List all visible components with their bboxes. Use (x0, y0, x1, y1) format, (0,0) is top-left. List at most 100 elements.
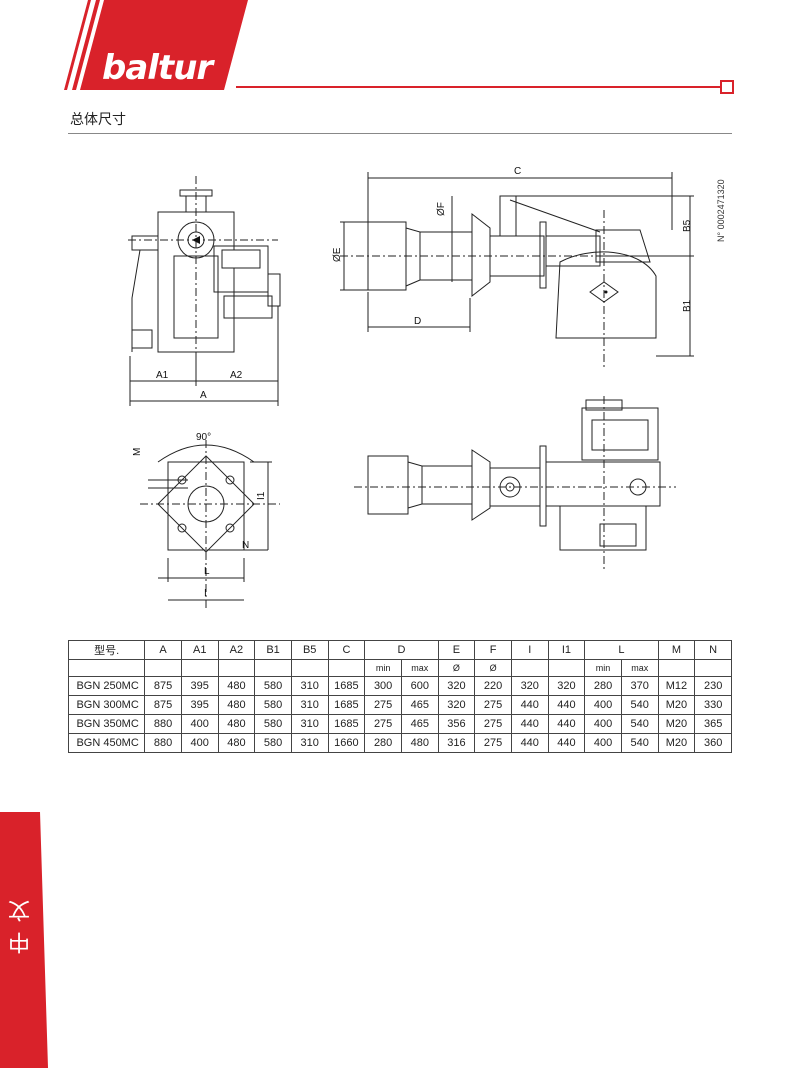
label-f: ØF (436, 202, 447, 216)
table-cell: 1685 (327, 695, 366, 715)
table-cell: 275 (474, 714, 512, 734)
label-b1: B1 (682, 299, 693, 312)
table-cell: 480 (400, 733, 439, 753)
table-cell: 395 (180, 695, 219, 715)
model-cell: BGN 350MC (67, 714, 146, 734)
table-cell: 440 (510, 695, 549, 715)
title-divider (68, 133, 732, 134)
table-header-cell: A1 (180, 640, 219, 660)
table-cell: 875 (144, 676, 182, 696)
table-cell: 1660 (327, 733, 366, 753)
table-cell: 395 (180, 676, 219, 696)
table-cell: 310 (290, 695, 329, 715)
table-cell: 360 (694, 733, 732, 753)
table-subheader-cell (144, 659, 182, 677)
table-header-cell: B5 (290, 640, 329, 660)
table-subheader-cell (547, 659, 586, 677)
table-cell: 580 (254, 733, 292, 753)
table-cell: 365 (694, 714, 732, 734)
table-header-cell: N (694, 640, 732, 660)
table-cell: 230 (694, 676, 732, 696)
model-cell: BGN 300MC (67, 695, 146, 715)
table-cell: 540 (620, 733, 659, 753)
table-header-cell: F (474, 640, 512, 660)
label-i: I (204, 588, 207, 599)
table-cell: 480 (217, 714, 256, 734)
table-cell: 540 (620, 695, 659, 715)
table-cell: 310 (290, 676, 329, 696)
logo-shape (64, 0, 248, 90)
table-cell: 320 (437, 676, 476, 696)
table-cell: M20 (657, 733, 696, 753)
table-cell: 600 (400, 676, 439, 696)
table-cell: 310 (290, 714, 329, 734)
table-cell: 275 (474, 695, 512, 715)
table-cell: 400 (584, 733, 622, 753)
table-subheader-cell: min (584, 659, 622, 677)
table-cell: M12 (657, 676, 696, 696)
label-n: N (242, 540, 249, 551)
table-header-cell: E (437, 640, 476, 660)
label-m: M (132, 448, 143, 456)
table-header-cell: M (657, 640, 696, 660)
table-cell: 275 (474, 733, 512, 753)
language-tab-text: 中文 (9, 890, 34, 954)
table-cell: 540 (620, 714, 659, 734)
table-subheader-cell (327, 659, 366, 677)
header-rule (236, 86, 720, 88)
table-header-cell: B1 (254, 640, 292, 660)
table-cell: 280 (364, 733, 402, 753)
table-cell: 465 (400, 714, 439, 734)
table-cell: 356 (437, 714, 476, 734)
table-cell: 1685 (327, 714, 366, 734)
table-header-cell: A (144, 640, 182, 660)
table-cell: 480 (217, 695, 256, 715)
side-view (340, 172, 694, 368)
top-view (354, 396, 676, 570)
table-header-cell: D (364, 640, 439, 660)
brand-logo (60, 0, 260, 92)
table-subheader-cell: max (400, 659, 439, 677)
table-cell: 400 (180, 714, 219, 734)
table-cell: 400 (584, 714, 622, 734)
table-cell: 275 (364, 714, 402, 734)
table-cell: 440 (547, 733, 586, 753)
table-header-cell: 型号. (67, 640, 146, 660)
table-header-cell: I (510, 640, 549, 660)
table-subheader-cell (254, 659, 292, 677)
table-cell: 280 (584, 676, 622, 696)
page-title: 总体尺寸 (70, 112, 126, 128)
label-d: D (414, 316, 421, 327)
table-cell: M20 (657, 714, 696, 734)
table-subheader-cell (290, 659, 329, 677)
table-cell: M20 (657, 695, 696, 715)
table-cell: 400 (180, 733, 219, 753)
language-tab (0, 812, 48, 1068)
table-cell: 300 (364, 676, 402, 696)
table-subheader-cell: Ø (474, 659, 512, 677)
table-cell: 440 (510, 733, 549, 753)
model-cell: BGN 250MC (67, 676, 146, 696)
table-cell: 1685 (327, 676, 366, 696)
table-cell: 320 (437, 695, 476, 715)
label-angle: 90° (196, 432, 211, 443)
table-cell: 275 (364, 695, 402, 715)
table-cell: 310 (290, 733, 329, 753)
model-cell: BGN 450MC (67, 733, 146, 753)
label-i1: I1 (256, 491, 267, 500)
table-cell: 880 (144, 714, 182, 734)
label-c: C (514, 166, 521, 177)
flange-view (140, 440, 280, 610)
table-subheader-cell: Ø (437, 659, 476, 677)
table-subheader-cell (217, 659, 256, 677)
label-a: A (200, 390, 207, 401)
table-cell: 580 (254, 695, 292, 715)
table-subheader-cell (67, 659, 146, 677)
table-subheader-cell (694, 659, 732, 677)
label-l: L (204, 566, 210, 577)
table-cell: 480 (217, 733, 256, 753)
